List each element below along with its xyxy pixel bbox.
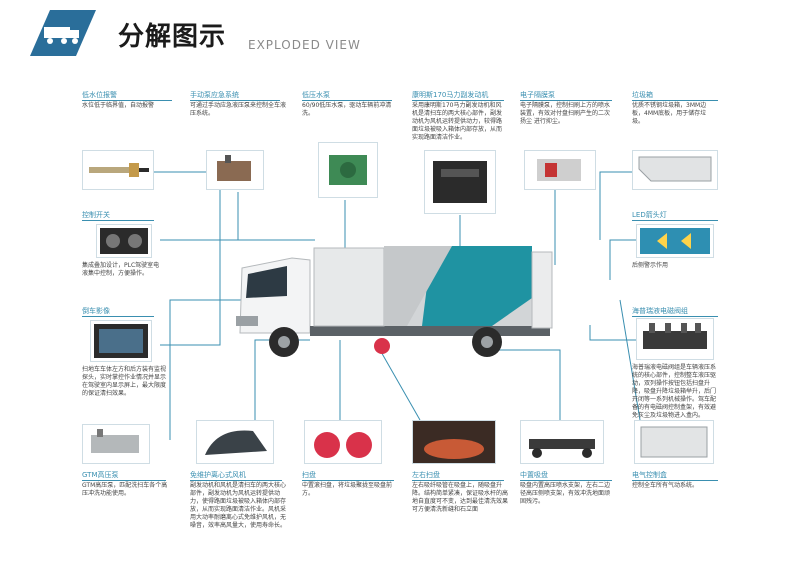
suction-nozzle-icon xyxy=(529,439,595,458)
sweep-brush-icon xyxy=(314,432,372,458)
page-subtitle: EXPLODED VIEW xyxy=(248,38,361,52)
low-pressure-pump-photo xyxy=(318,142,378,198)
led-arrow-icon xyxy=(640,228,710,254)
component-label-garbage-box: 垃圾箱 xyxy=(632,90,718,101)
suction-photo xyxy=(520,420,604,464)
component-desc-gtm-pump: GTM高压泵，匹配洗扫车各个高压冲洗功能使用。 xyxy=(82,482,168,497)
connector-camera xyxy=(160,280,221,346)
camera-monitor-icon xyxy=(94,324,148,358)
garbage-box-photo xyxy=(632,150,718,190)
connector-hand-pump xyxy=(237,192,315,241)
centrifugal-fan-icon xyxy=(205,430,267,455)
sweeper-truck xyxy=(232,238,562,362)
pump-icon xyxy=(217,155,251,181)
truck-logo-icon xyxy=(30,10,96,56)
component-label-diaphragm-pump: 电子隔膜泵 xyxy=(520,90,612,101)
connector-led-light xyxy=(609,239,640,280)
diaphragm-pump-icon xyxy=(537,159,581,181)
component-desc-garbage-box: 优质不锈钢垃圾箱，3MM边板，4MM底板，用于储存垃圾。 xyxy=(632,102,707,125)
engine-icon xyxy=(433,161,487,203)
component-desc-led-light: 后侧警示作用 xyxy=(632,262,669,269)
control-switch-photo xyxy=(96,224,152,258)
component-label-suction: 中置吸盘 xyxy=(520,470,612,481)
component-label-hand-pump: 手动泵应急系统 xyxy=(190,90,280,101)
component-desc-hand-pump: 可通过手动应急液压泵来控制全车液压系统。 xyxy=(190,102,287,117)
connector-gtm-pump xyxy=(169,299,260,440)
component-label-fan: 免维护离心式风机 xyxy=(190,470,282,481)
gtm-pump-photo xyxy=(82,424,150,464)
garbage-box-icon xyxy=(638,156,712,182)
brand-logo xyxy=(30,10,96,56)
low-water-sensor-photo xyxy=(82,150,154,190)
reversing-camera-photo xyxy=(90,320,152,362)
high-pressure-pump-icon xyxy=(91,429,139,453)
component-label-control-switch: 控制开关 xyxy=(82,210,154,221)
connector-garbage-box xyxy=(599,171,640,240)
side-brush-icon xyxy=(413,421,495,463)
component-desc-electric-box: 控制全车所有气动系统。 xyxy=(632,482,699,489)
brush-photo xyxy=(304,420,382,464)
led-light-photo xyxy=(636,224,714,258)
component-desc-valve-group: 海普瑞液电磁阀组是车辆液压系统的核心部件，控制整车液压驱动，双列操作按钮包括扫盘… xyxy=(632,364,717,419)
connector-suction xyxy=(480,349,561,430)
component-label-gtm-pump: GTM高压泵 xyxy=(82,470,166,481)
connector-valve-group xyxy=(589,325,640,341)
connector-side-brush xyxy=(379,349,421,421)
fan-photo xyxy=(196,420,274,464)
component-label-electric-box: 电气控制盒 xyxy=(632,470,718,481)
component-desc-low-pressure-pump: 60/90低压水泵，驱动车辆前冲清洗。 xyxy=(302,102,392,117)
component-desc-control-switch: 集成叠加设计，PLC驾驶室电液集中控制，方便操作。 xyxy=(82,262,160,277)
component-desc-brush: 中置滚扫盘，将垃圾聚拢至吸盘前方。 xyxy=(302,482,393,497)
connector-electric-box xyxy=(619,299,641,421)
component-label-reversing-camera: 倒车影像 xyxy=(82,306,154,317)
valve-group-photo xyxy=(636,318,714,360)
diaphragm-pump-photo xyxy=(524,150,596,190)
component-label-valve-group: 海普瑞液电磁阀组 xyxy=(632,306,718,317)
component-desc-engine: 采用康明斯170马力副发动机和风机是清扫车的两大核心部件，副发动机为风机运转提供… xyxy=(412,102,503,141)
component-label-engine: 康明斯170马力副发动机 xyxy=(412,90,504,101)
component-label-led-light: LED箭头灯 xyxy=(632,210,718,221)
electric-box-photo xyxy=(634,420,714,464)
control-box-icon xyxy=(640,426,708,458)
component-label-low-pressure-pump: 低压水泵 xyxy=(302,90,392,101)
component-desc-reversing-camera: 扫地车车体左方和后方装有监视探头，实时掌控作业情况并显示在驾驶室内显示屏上，最大… xyxy=(82,366,167,397)
component-label-low-water-alarm: 低水位报警 xyxy=(82,90,172,101)
engine-photo xyxy=(424,150,496,214)
component-label-brush: 扫盘 xyxy=(302,470,394,481)
component-desc-fan: 副发动机和风机是清扫车的两大核心部件，副发动机为风机运转提供动力，使得路面垃圾被… xyxy=(190,482,287,529)
component-desc-low-water-alarm: 水位低于临界值，自动报警 xyxy=(82,102,155,109)
side-brush-photo xyxy=(412,420,496,464)
valve-icon xyxy=(643,323,707,349)
component-desc-side-brush: 左右吸纤吸管在吸盘上，随吸盘升降。结构简单紧凑，保证吸水杆的高地自直度可不变，达… xyxy=(412,482,509,513)
sensor-icon xyxy=(89,163,149,177)
control-panel-icon xyxy=(100,228,148,254)
hand-pump-photo xyxy=(206,150,264,190)
page-title: 分解图示 xyxy=(118,22,227,52)
component-desc-diaphragm-pump: 电子隔膜泵，控制扫刷上方的喷水装置，有效对付盘扫刷产生的二次扬尘 进行抑尘。 xyxy=(520,102,611,125)
component-desc-suction: 吸盘内置高压喷水支架，左右二边径高压侧喷支架，有效冲洗地面顽固残污。 xyxy=(520,482,611,505)
sweeper-truck-illustration xyxy=(236,246,553,357)
component-label-side-brush: 左右扫盘 xyxy=(412,470,504,481)
water-pump-icon xyxy=(329,155,367,185)
